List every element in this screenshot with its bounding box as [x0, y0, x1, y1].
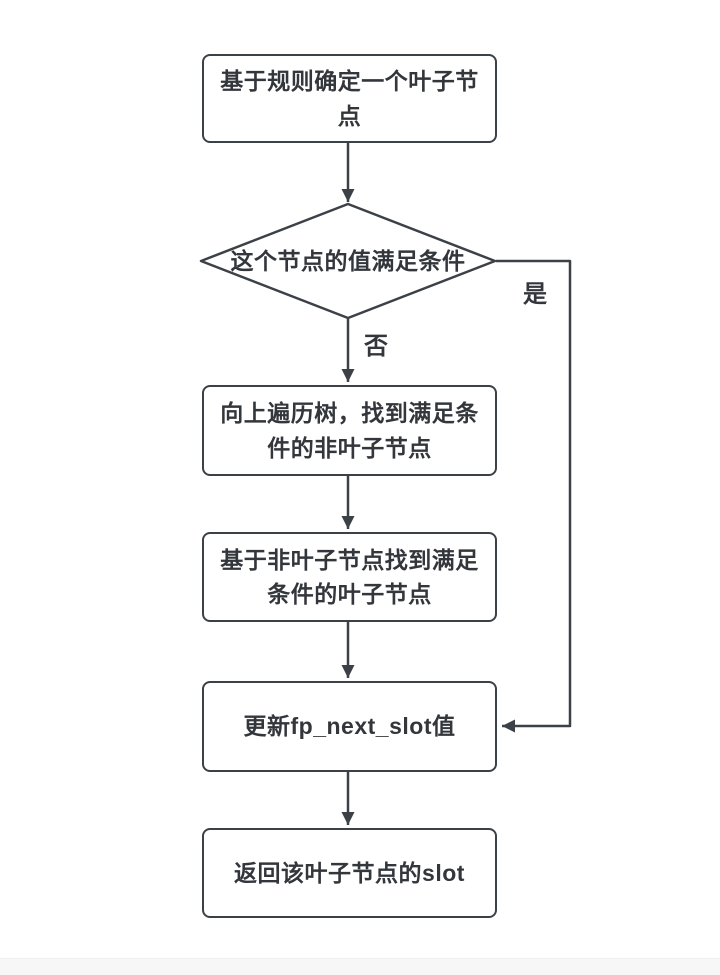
node-update-slot: 更新fp_next_slot值	[202, 681, 497, 772]
node-update-slot-label: 更新fp_next_slot值	[243, 713, 456, 740]
bottom-band	[0, 958, 720, 975]
node-return-slot-label: 返回该叶子节点的slot	[234, 859, 465, 886]
edge-decision-yes-to-update-slot	[496, 259, 572, 733]
decision-diamond-shape	[199, 202, 497, 320]
node-traverse-up: 向上遍历树，找到满足条件的非叶子节点	[202, 385, 497, 476]
node-return-slot: 返回该叶子节点的slot	[202, 828, 497, 918]
node-start-label: 基于规则确定一个叶子节点	[220, 68, 479, 129]
node-start: 基于规则确定一个叶子节点	[202, 54, 497, 143]
node-traverse-up-label: 向上遍历树，找到满足条件的非叶子节点	[220, 400, 479, 461]
edge-label-no: 否	[364, 333, 388, 360]
node-find-leaf: 基于非叶子节点找到满足条件的叶子节点	[202, 532, 497, 622]
node-find-leaf-label: 基于非叶子节点找到满足条件的叶子节点	[220, 546, 479, 608]
edge-label-yes: 是	[523, 281, 547, 308]
